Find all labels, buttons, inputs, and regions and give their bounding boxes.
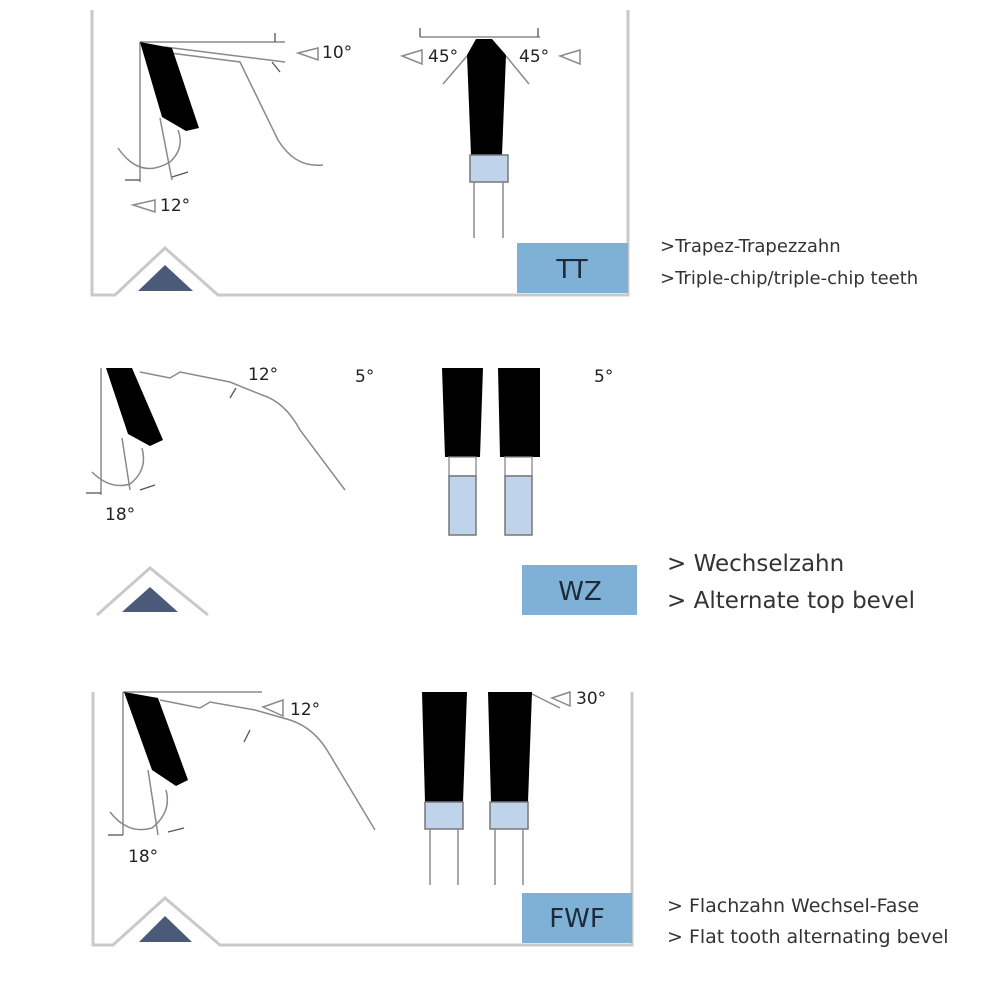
marker-triangle	[139, 916, 192, 942]
bevel-right-angle: 5°	[594, 367, 613, 387]
clearance-angle: 12°	[290, 700, 320, 720]
tooth-side-view: 5° 5°	[355, 367, 613, 536]
rake-angle: 12°	[160, 196, 190, 216]
label-german: > Flachzahn Wechsel-Fase	[667, 895, 919, 917]
tooth-side-view: 30°	[422, 689, 606, 885]
rake-angle: 18°	[105, 505, 135, 525]
marker-triangle	[122, 587, 178, 612]
label-german: >Trapez-Trapezzahn	[660, 236, 841, 257]
label-english: >Triple-chip/triple-chip teeth	[660, 268, 918, 289]
marker-bump	[96, 566, 209, 617]
code-box	[517, 243, 628, 293]
panel-fwf: FWF 12° 18° 30°	[91, 689, 634, 947]
label-german: > Wechselzahn	[667, 551, 844, 577]
code-box	[522, 565, 637, 615]
panel-wz: WZ 12° 18° 5° 5°	[86, 365, 637, 617]
panel-frame	[91, 692, 634, 947]
label-english: > Flat tooth alternating bevel	[667, 926, 949, 948]
bevel-left-angle: 45°	[428, 47, 458, 67]
bevel-angle: 30°	[576, 689, 606, 709]
code-label: TT	[555, 255, 587, 285]
label-english: > Alternate top bevel	[667, 588, 915, 614]
panel-frame	[90, 10, 630, 297]
tooth-profile: 12° 18°	[86, 365, 346, 525]
bevel-right-angle: 45°	[519, 47, 549, 67]
tooth-side-view: 45° 45°	[399, 28, 581, 238]
marker-triangle	[138, 265, 193, 291]
rake-angle: 18°	[128, 847, 158, 867]
code-label: WZ	[558, 577, 602, 607]
bevel-left-angle: 5°	[355, 367, 374, 387]
clearance-angle: 10°	[322, 43, 352, 63]
tooth-profile: 10° 12°	[117, 33, 352, 216]
code-box	[522, 893, 632, 943]
panel-tt: TT 10° 12°	[90, 10, 630, 297]
tooth-profile: 12° 18°	[108, 691, 376, 867]
code-label: FWF	[549, 904, 605, 934]
clearance-angle: 12°	[248, 365, 278, 385]
